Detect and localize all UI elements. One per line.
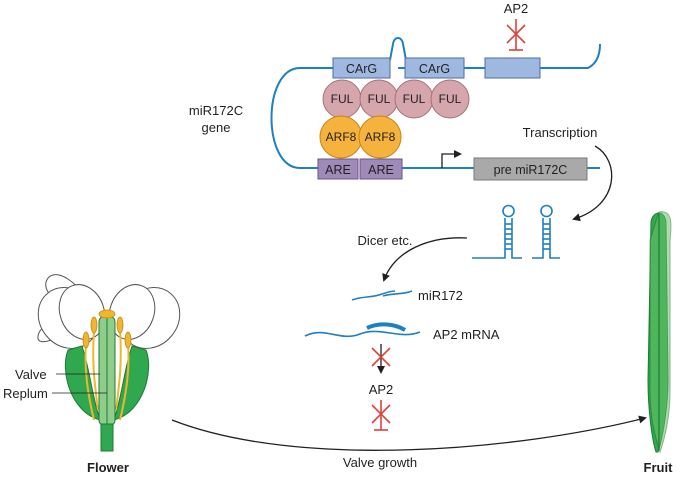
ap2-protein-label: AP2 xyxy=(369,382,394,397)
mir172-strands xyxy=(351,290,413,301)
tss-arrow-icon xyxy=(441,150,462,168)
flower-label: Flower xyxy=(87,460,129,475)
translation-block-icon xyxy=(371,344,391,374)
carg-label-1: CArG xyxy=(346,62,377,76)
gene-label-line-2: gene xyxy=(202,120,231,135)
ful-label-3: FUL xyxy=(403,92,426,106)
fruit-illustration xyxy=(647,211,672,454)
ap2-target-box xyxy=(484,57,541,79)
ap2-mrna-strand xyxy=(304,330,421,338)
hairpin-icon-2 xyxy=(532,204,560,259)
dicer-arrow xyxy=(382,237,468,282)
ful-label-1: FUL xyxy=(331,92,354,106)
transcription-arrow xyxy=(572,145,613,222)
fruit-label: Fruit xyxy=(644,460,674,475)
flower-illustration xyxy=(37,274,181,452)
ful-cluster: FUL FUL FUL FUL xyxy=(322,79,470,119)
arf8-cluster: ARF8 ARF8 xyxy=(319,115,402,159)
are-box-1: ARE xyxy=(317,158,359,180)
carg-box-1: CArG xyxy=(332,57,391,79)
dna-loop xyxy=(270,37,601,169)
ap2-inhibit-icon xyxy=(371,400,391,431)
carg-label-2: CArG xyxy=(419,62,450,76)
top-ap2-label: AP2 xyxy=(504,1,529,16)
transcription-label: Transcription xyxy=(523,125,598,140)
arf8-label-2: ARF8 xyxy=(365,130,396,144)
are-label-2: ARE xyxy=(368,163,394,177)
gene-label-line-1: miR172C xyxy=(189,103,243,118)
mir172-label: miR172 xyxy=(418,288,463,303)
valve-growth-label: Valve growth xyxy=(343,455,417,470)
arf8-label-1: ARF8 xyxy=(326,130,357,144)
pre-mirna-label: pre miR172C xyxy=(494,163,568,177)
ful-label-4: FUL xyxy=(439,92,462,106)
mir172-binding-site xyxy=(366,322,407,332)
replum-label: Replum xyxy=(3,386,48,401)
ap2-mrna-label: AP2 mRNA xyxy=(433,327,500,342)
are-box-2: ARE xyxy=(359,158,403,180)
top-ap2-inhibit-icon xyxy=(506,19,526,51)
carg-box-2: CArG xyxy=(404,57,465,79)
dna-bend xyxy=(389,37,407,61)
are-label-1: ARE xyxy=(325,163,351,177)
ful-label-2: FUL xyxy=(368,92,391,106)
pre-mirna-box: pre miR172C xyxy=(473,157,588,181)
hairpin-icon-1 xyxy=(472,204,522,259)
valve-label: Valve xyxy=(15,367,47,382)
valve-growth-arrow xyxy=(171,415,647,451)
dicer-label: Dicer etc. xyxy=(358,233,413,248)
